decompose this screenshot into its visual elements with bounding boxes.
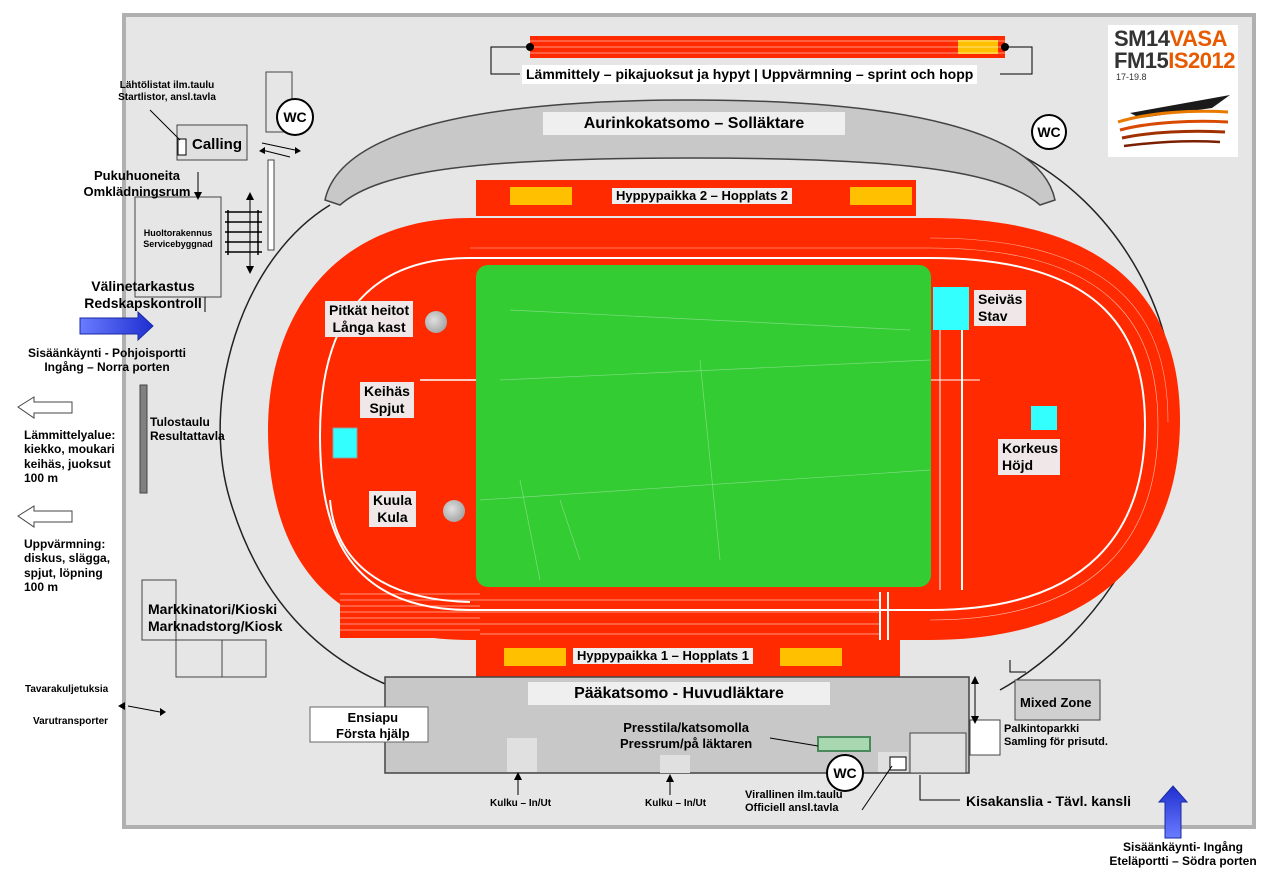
warmup-arrow-2: [17, 505, 73, 528]
goods-transport-sv-label: Varutransporter: [33, 716, 109, 727]
in-out-label-1: Kulku – In/Ut: [490, 798, 552, 809]
logo-is: IS2012: [1168, 48, 1235, 73]
logo-vasa: VASA: [1169, 26, 1227, 51]
first-aid-box: [309, 706, 429, 743]
throw-circle-long: [425, 311, 447, 333]
wc-icon: WC: [276, 98, 314, 136]
javelin-runway-mark: [332, 427, 358, 459]
jump-1-label: Hyppypaikka 1 – Hopplats 1: [573, 648, 753, 664]
wc-icon: WC: [1031, 114, 1067, 150]
event-logo: SM14VASA FM15IS2012 17-19.8: [1114, 26, 1238, 83]
calling-box: [176, 124, 248, 161]
sun-stand: [324, 99, 1056, 206]
warmup-track-label: Lämmittely – pikajuoksut ja hypyt | Uppv…: [522, 65, 978, 84]
in-out-label-2: Kulku – In/Ut: [645, 798, 707, 809]
goods-transport-fi-label: Tavarakuljetuksia: [25, 684, 109, 695]
infield-grass: [476, 265, 931, 587]
logo-sm: SM14: [1114, 26, 1170, 51]
wc-icon: WC: [826, 754, 864, 792]
pole-vault-pit: [933, 287, 969, 330]
office-box: [909, 732, 967, 774]
south-entry-arrow: [1157, 785, 1189, 839]
medals-box: [969, 719, 1001, 756]
jump-2-label: Hyppypaikka 2 – Hopplats 2: [612, 188, 792, 204]
mixed-zone-box: [1014, 679, 1101, 721]
market-box-top: [141, 579, 177, 641]
north-entry-arrow: [79, 310, 154, 342]
logo-dates: 17-19.8: [1116, 72, 1147, 82]
sun-stand-label: Aurinkokatsomo – Solläktare: [543, 112, 845, 136]
scoreboard-post: [139, 384, 148, 494]
calling-label: Calling: [192, 136, 243, 153]
throw-circle-shot: [443, 500, 465, 522]
warmup-area-sv-label: Uppvärmning:diskus, slägga,spjut, löpnin…: [24, 537, 111, 595]
logo-fm: FM15: [1114, 48, 1169, 73]
office-label: Kisakanslia - Tävl. kansli: [966, 793, 1131, 809]
service-building: [134, 196, 222, 298]
mixed-zone-label: Mixed Zone: [1020, 695, 1092, 710]
press-area-marker: [817, 736, 871, 752]
warmup-arrow-1: [17, 396, 73, 419]
high-jump-pit: [1031, 406, 1057, 430]
main-stand-label: Pääkatsomo - Huvudläktare: [528, 682, 830, 706]
